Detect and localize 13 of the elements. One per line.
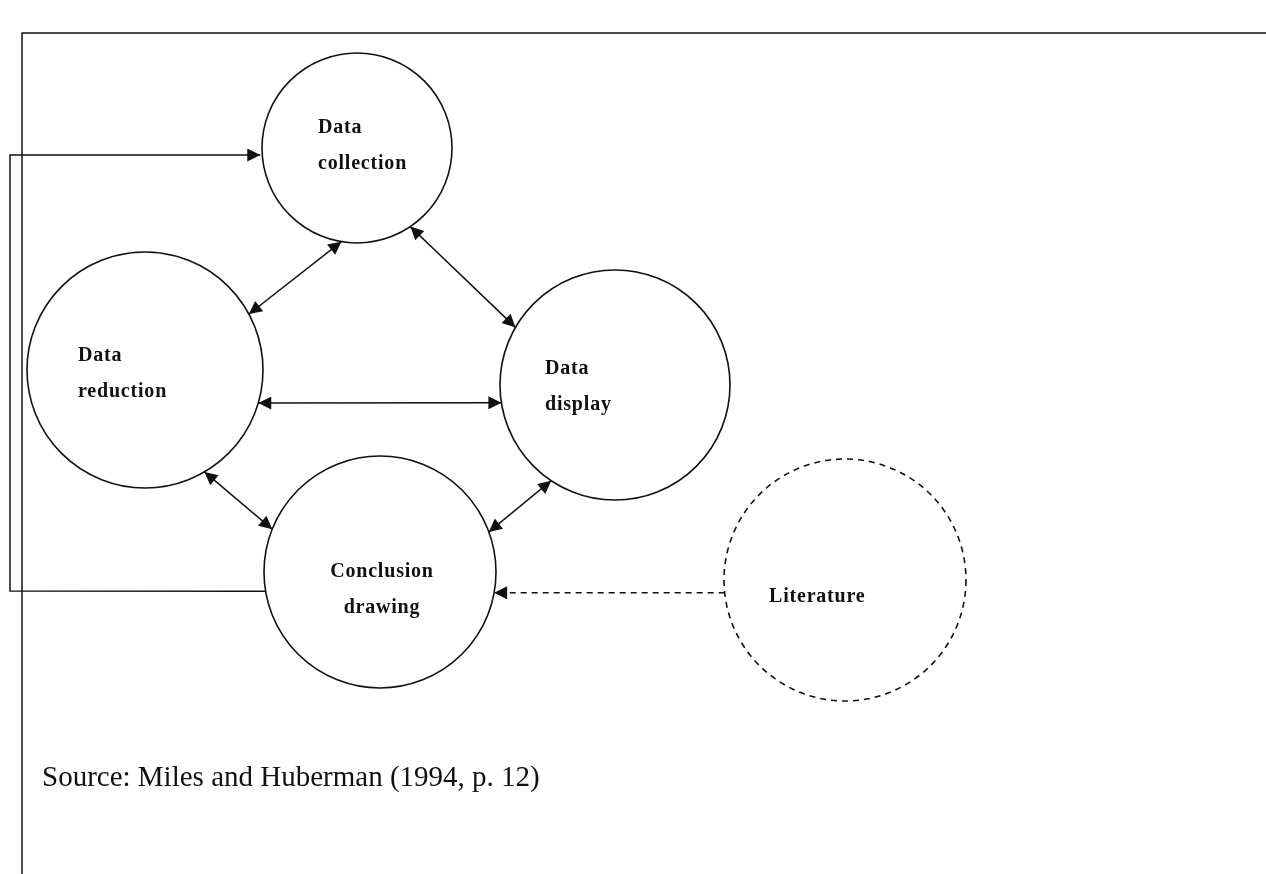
arrow	[409, 225, 517, 329]
arrow	[248, 240, 343, 315]
stage-label: Conclusion drawing	[329, 558, 435, 620]
stage-label: Data collection	[318, 114, 409, 175]
arrow	[257, 396, 503, 410]
source-caption: Source: Miles and Huberman (1994, p. 12)	[42, 760, 540, 793]
arrow	[203, 471, 273, 530]
arrow	[488, 479, 552, 533]
stage-label: Data reduction	[78, 342, 169, 403]
arrow	[9, 148, 267, 592]
stage-label: Literature	[769, 583, 867, 608]
stage-label: Data display	[545, 355, 613, 417]
arrow	[493, 586, 726, 600]
